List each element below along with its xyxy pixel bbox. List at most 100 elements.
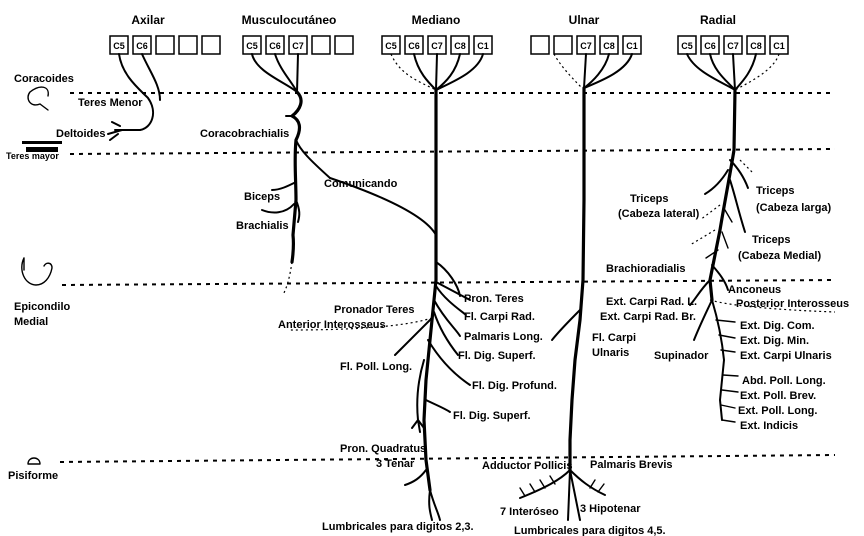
mediano-forearm-branches: [394, 317, 471, 386]
root-label: C8: [750, 41, 762, 51]
root-box: [553, 35, 573, 55]
label-fl-poll-long: Fl. Poll. Long.: [340, 361, 412, 373]
label-interoseo: 7 Interóseo: [500, 506, 559, 518]
radial-arm-twigs: [705, 209, 733, 259]
axilar-root-path: [118, 53, 155, 131]
mediano-forearm-branches: [411, 359, 425, 433]
axilar-root-path: [141, 53, 161, 101]
label-deltoides: Deltoides: [56, 128, 106, 140]
header-mediano: Mediano: [412, 13, 461, 27]
posterior-interosseus-trunk: [711, 299, 725, 421]
label-adductor-pollicis: Adductor Pollicis: [482, 460, 572, 472]
label-palmaris-brevis: Palmaris Brevis: [590, 459, 673, 471]
root-label: C6: [136, 41, 148, 51]
mediano-nerve: [289, 53, 484, 521]
level-lines: [59, 92, 836, 463]
label-ext-poll-brev: Ext. Poll. Brev.: [740, 390, 816, 402]
muscle-labels: Teres Menor Coracobrachialis Biceps Brac…: [78, 97, 849, 536]
label-brachioradialis: Brachioradialis: [606, 263, 685, 275]
musculo-branches: [285, 115, 331, 179]
mediano-root-dotted: [390, 53, 437, 91]
superficial-radial-branch: [693, 299, 713, 341]
root-label: C6: [704, 41, 716, 51]
label-fl-carpi-rad: Fl. Carpi Rad.: [464, 311, 535, 323]
mediano-forearm-branches: [433, 299, 461, 356]
label-pron-quadratus: Pron. Quadratus: [340, 443, 426, 455]
root-label: C7: [431, 41, 443, 51]
root-label: C8: [603, 41, 615, 51]
label-brachialis: Brachialis: [236, 220, 289, 232]
root-box: [530, 35, 550, 55]
axilar-nerve: [107, 53, 161, 141]
comunicando-branch: [329, 177, 437, 236]
mediano-trunk: [422, 88, 438, 492]
label-ext-poll-long: Ext. Poll. Long.: [738, 405, 817, 417]
landmark-labels: Coracoides Deltoides Teres mayor Epicond…: [6, 73, 106, 482]
label-comunicando: Comunicando: [324, 178, 398, 190]
ulnar-root-path: [583, 53, 587, 89]
label-coracobrachialis: Coracobrachialis: [200, 128, 289, 140]
mediano-root-path: [413, 53, 437, 91]
label-lumbricales-45: Lumbricales para digitos 4,5.: [514, 525, 666, 536]
root-label: C6: [269, 41, 281, 51]
label-palmaris-long: Palmaris Long.: [464, 331, 543, 343]
nerve-headers: Axilar Musculocutáneo Mediano Ulnar Radi…: [131, 13, 736, 27]
root-label: C5: [681, 41, 693, 51]
label-pronador-teres: Pronador Teres: [334, 304, 415, 316]
label-anterior-interosseus: Anterior Interosseus: [278, 319, 386, 331]
ulnar-hand-branches: [519, 469, 606, 521]
epicondyle-bone-icon: [21, 257, 53, 286]
label-fl-carpi-ulnaris-1: Fl. Carpi: [592, 332, 636, 344]
ulnar-root-dotted: [553, 53, 583, 89]
label-biceps: Biceps: [244, 191, 280, 203]
ulnar-hand-twigs: [519, 475, 605, 497]
root-box: [334, 35, 354, 55]
ulnar-root-path: [583, 53, 633, 89]
label-teres-mayor: Teres mayor: [6, 151, 59, 161]
root-label: C5: [113, 41, 125, 51]
root-label: C5: [246, 41, 258, 51]
radial-root-path: [686, 53, 736, 91]
musculo-root-path: [274, 53, 298, 93]
root-label: C1: [477, 41, 489, 51]
label-supinador: Supinador: [654, 350, 709, 362]
label-triceps-lateral-1: Triceps: [630, 193, 669, 205]
pisiform-bone-icon: [27, 457, 41, 465]
radial-trunk: [708, 88, 737, 302]
posterior-interosseus-twigs: [715, 319, 739, 423]
anterior-interosseus-dotted: [289, 317, 433, 331]
root-label: C1: [773, 41, 785, 51]
label-triceps-lateral-2: (Cabeza lateral): [618, 208, 700, 220]
label-coracoides: Coracoides: [14, 73, 74, 85]
ulnar-trunk: [568, 86, 586, 472]
label-ext-carpi-ulnaris: Ext. Carpi Ulnaris: [740, 350, 832, 362]
radial-root-dotted: [734, 53, 780, 91]
root-box: [201, 35, 221, 55]
label-ext-carpi-rad-l: Ext. Carpi Rad. L.: [606, 296, 697, 308]
label-medial: Medial: [14, 316, 48, 328]
landmark-icons: [21, 86, 62, 465]
root-label: C7: [292, 41, 304, 51]
root-label: C5: [385, 41, 397, 51]
label-lumbricales-23: Lumbricales para digitos 2,3.: [322, 521, 474, 533]
root-box: [178, 35, 198, 55]
label-posterior-interosseus: Posterior Interosseus: [736, 298, 849, 310]
label-fl-dig-profund: Fl. Dig. Profund.: [472, 380, 557, 392]
label-ext-indicis: Ext. Indicis: [740, 420, 798, 432]
teres-mayor-bar-icon: [22, 141, 62, 144]
label-triceps-larga-2: (Cabeza larga): [756, 202, 832, 214]
root-boxes: C5 C6 C5 C6 C7 C5 C6 C7 C8 C1 C7 C8 C1 C…: [109, 35, 789, 55]
ulnar-nerve: [519, 53, 633, 521]
musculocutaneo-nerve: [251, 53, 331, 296]
label-tenar: 3 Tenar: [376, 458, 415, 470]
root-box: [155, 35, 175, 55]
level-line-teres: [69, 148, 836, 155]
header-musculocutaneo: Musculocutáneo: [242, 13, 337, 27]
mediano-root-path: [435, 53, 484, 91]
mediano-hand-branches: [404, 469, 441, 521]
axilar-branches: [107, 121, 141, 141]
radial-arm-branches: [704, 159, 749, 233]
root-label: C7: [580, 41, 592, 51]
label-pisiforme: Pisiforme: [8, 470, 58, 482]
